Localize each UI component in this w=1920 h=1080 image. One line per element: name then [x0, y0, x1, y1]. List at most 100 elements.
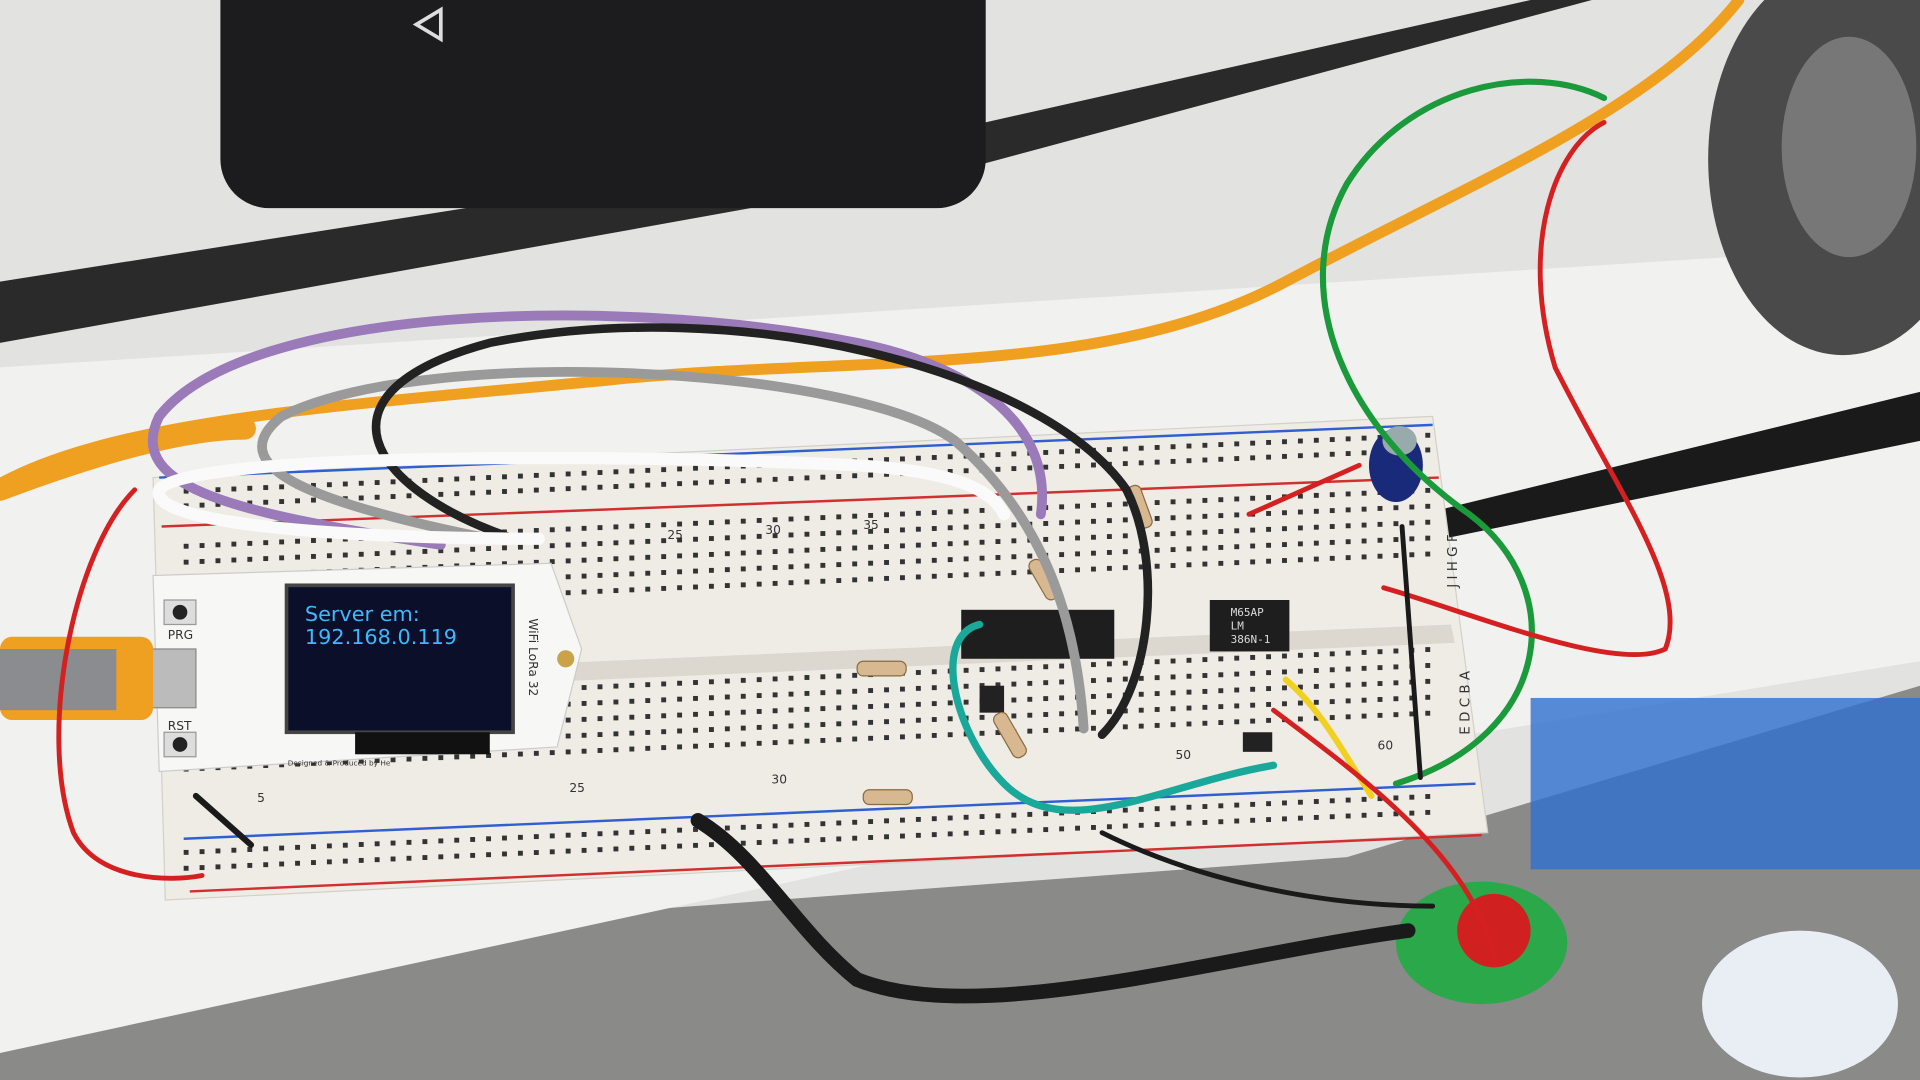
breadboard-hole	[1202, 545, 1208, 551]
breadboard-hole	[947, 815, 953, 821]
breadboard-hole	[247, 540, 253, 546]
breadboard-hole	[1122, 461, 1128, 467]
breadboard-hole	[358, 495, 364, 501]
breadboard-hole	[947, 557, 953, 563]
breadboard-hole	[900, 718, 905, 724]
breadboard-hole	[740, 840, 746, 846]
breadboard-hole	[1170, 674, 1176, 680]
breadboard-hole	[565, 558, 571, 564]
breadboard-hole	[931, 573, 937, 579]
breadboard-hole	[533, 850, 539, 855]
wire-black	[371, 323, 1153, 739]
breadboard-hole	[740, 824, 746, 830]
breadboard-hole	[486, 489, 492, 495]
breadboard-hole	[517, 560, 523, 566]
breadboard-hole	[358, 857, 364, 863]
breadboard-hole	[804, 531, 810, 537]
breadboard-hole	[1218, 672, 1224, 678]
breadboard-hole	[342, 759, 348, 765]
breadboard-hole	[788, 564, 794, 570]
breadboard-hole	[1266, 439, 1272, 445]
breadboard-hole	[1266, 654, 1272, 660]
breadboard-hole	[852, 819, 858, 825]
breadboard-hole	[438, 491, 444, 497]
breadboard-hole	[836, 546, 842, 552]
breadboard-hole	[581, 700, 587, 706]
cd4066-chip	[961, 609, 1115, 659]
breadboard-hole	[613, 524, 619, 530]
breadboard-hole	[295, 554, 300, 560]
breadboard-hole	[1091, 518, 1096, 524]
breadboard-hole	[1075, 551, 1080, 557]
breadboard-hole	[1250, 686, 1256, 692]
breadboard-hole	[836, 514, 842, 520]
breadboard-hole	[1170, 690, 1176, 696]
breadboard-hole	[1122, 708, 1128, 714]
breadboard-hole	[1313, 524, 1319, 530]
breadboard-hole	[1154, 722, 1160, 728]
breadboard-hole	[1106, 502, 1112, 508]
breadboard-hole	[1186, 804, 1192, 810]
breadboard-hole	[502, 489, 507, 494]
breadboard-hole	[1122, 517, 1128, 523]
breadboard-hole	[1075, 535, 1080, 541]
breadboard-hole	[995, 555, 1001, 560]
breadboard-hole	[1361, 506, 1367, 512]
breadboard-hole	[311, 860, 316, 866]
breadboard-hole	[884, 834, 889, 840]
breadboard-hole	[836, 530, 842, 536]
breadboard-hole	[804, 837, 810, 843]
breadboard-hole	[342, 842, 348, 848]
breadboard-hole	[979, 814, 985, 819]
breadboard-hole	[1361, 538, 1367, 544]
breadboard-hole	[1091, 662, 1096, 668]
breadboard-hole	[1075, 463, 1080, 469]
breadboard-hole	[1027, 465, 1033, 471]
breadboard-hole	[820, 531, 826, 536]
breadboard-hole	[645, 729, 651, 735]
breadboard-hole	[1106, 534, 1112, 539]
breadboard-hole	[1425, 710, 1431, 716]
breadboard-hole	[295, 761, 300, 767]
breadboard-hole	[724, 742, 730, 748]
breadboard-hole	[1043, 664, 1049, 670]
breadboard-hole	[947, 509, 953, 515]
breadboard-hole	[1186, 562, 1192, 568]
breadboard-hole	[1011, 812, 1017, 818]
breadboard-hole	[1297, 453, 1303, 459]
breadboard-hole	[263, 499, 269, 505]
breadboard-hole	[804, 675, 810, 680]
breadboard-hole	[836, 474, 842, 479]
breadboard-hole	[1091, 534, 1096, 540]
breadboard-hole	[772, 549, 778, 555]
breadboard-hole	[581, 573, 587, 579]
breadboard-hole	[1202, 657, 1208, 663]
breadboard-hole	[613, 683, 619, 689]
breadboard-hole	[1425, 447, 1431, 453]
breadboard-hole	[772, 692, 778, 698]
breadboard-hole	[661, 828, 667, 834]
breadboard-hole	[486, 546, 492, 552]
breadboard-hole	[231, 486, 237, 492]
wire-red-right	[1381, 120, 1673, 658]
breadboard-hole	[677, 466, 683, 472]
breadboard-hole	[1106, 709, 1112, 715]
breadboard-hole	[613, 846, 619, 852]
breadboard-hole	[1297, 684, 1303, 690]
breadboard-hole	[1282, 453, 1287, 459]
breadboard-hole	[788, 691, 794, 697]
breadboard-hole	[915, 816, 921, 822]
breadboard-hole	[1329, 814, 1335, 820]
breadboard-hole	[931, 832, 937, 838]
breadboard-hole	[1313, 683, 1319, 689]
breadboard-hole	[1218, 560, 1224, 566]
breadboard-hole	[597, 831, 603, 837]
breadboard-hole	[1313, 715, 1319, 721]
breadboard-hole	[565, 749, 571, 755]
breadboard-hole	[645, 586, 651, 592]
prg-label: PRG	[168, 628, 193, 642]
breadboard-hole	[1218, 819, 1224, 825]
breadboard-hole	[1106, 693, 1112, 699]
breadboard-hole	[852, 835, 858, 841]
wire-orange-lower	[0, 417, 256, 501]
